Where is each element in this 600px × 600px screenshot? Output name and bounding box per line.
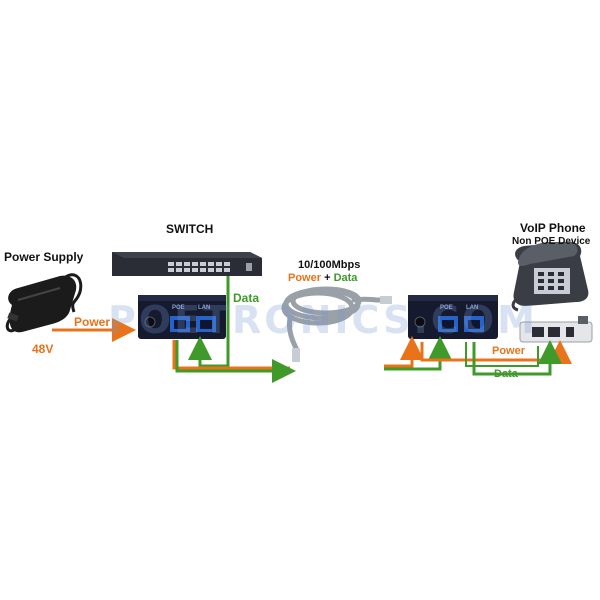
- combined-arrow-data: [175, 340, 296, 383]
- port-label-poe-right: POE: [440, 305, 453, 311]
- voip-phone: [511, 241, 589, 312]
- power-label-right: Power: [492, 345, 526, 357]
- combined-label: Power + Data: [288, 272, 357, 284]
- switch-label: SWITCH: [166, 222, 214, 236]
- ethernet-cable: [281, 286, 383, 351]
- voltage-label: 48V: [32, 342, 54, 356]
- poe-injector-left: [138, 295, 226, 339]
- power-label-left: Power: [74, 315, 111, 329]
- data-label-switch: Data: [233, 291, 260, 305]
- combined-power-label: Power: [288, 272, 322, 284]
- data-line-switch: [188, 276, 230, 368]
- rj45-plug-right: [380, 296, 392, 304]
- right-input-data: [384, 336, 452, 371]
- combined-data-label: Data: [333, 272, 358, 284]
- watermark: POETRONICS.COM: [108, 298, 538, 342]
- voip-phone-label: VoIP Phone: [520, 221, 586, 235]
- rj45-plug-bottom: [292, 348, 300, 362]
- port-label-lan-left: LAN: [198, 305, 211, 311]
- data-arrow-right-2: [465, 342, 539, 367]
- combined-arrow-power: [172, 340, 290, 370]
- non-poe-device-label: Non POE Device: [512, 236, 591, 247]
- network-switch: [112, 252, 262, 276]
- power-supply-label: Power Supply: [4, 250, 84, 264]
- poe-splitter-right: [408, 295, 498, 339]
- combined-plus: +: [324, 272, 331, 284]
- data-label-right: Data: [494, 368, 518, 380]
- speed-label: 10/100Mbps: [298, 259, 361, 271]
- power-supply-adapter: [5, 273, 83, 333]
- port-label-poe-left: POE: [172, 305, 185, 311]
- port-label-lan-right: LAN: [466, 305, 479, 311]
- right-input-power: [384, 336, 424, 368]
- data-arrow-right: [472, 340, 562, 376]
- power-arrow-right: [420, 340, 572, 364]
